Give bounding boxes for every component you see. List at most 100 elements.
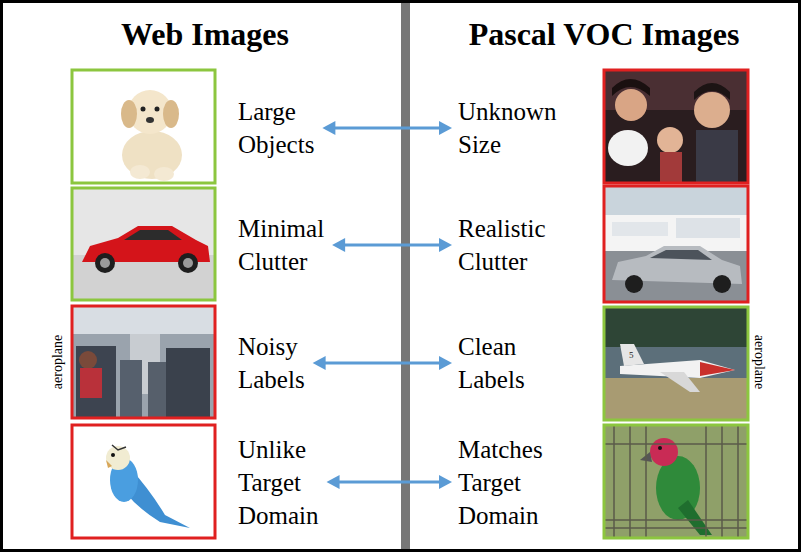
illustration-part [696, 130, 738, 183]
image-frames [72, 70, 748, 538]
illustration-part [694, 83, 730, 100]
arrow-shaft [332, 127, 442, 130]
illustration-part [155, 107, 160, 112]
illustration-part [141, 107, 146, 112]
comparison-term: Clean Labels [458, 330, 525, 396]
illustration-part [604, 443, 748, 445]
illustration-part [604, 186, 748, 302]
street-photo [604, 186, 748, 302]
arrow-shaft [337, 481, 442, 484]
illustration-part [146, 117, 154, 123]
comparison-text: Minimal Clutter [238, 212, 324, 278]
comparison-term: Unknown Size [458, 95, 557, 161]
illustration-part [100, 258, 110, 268]
comparison-term: Unlike Target Domain [238, 433, 319, 532]
illustration-part [95, 253, 115, 273]
illustration-part [154, 167, 174, 181]
arrow-head [439, 475, 452, 489]
illustration-part [72, 306, 215, 418]
illustration-part [106, 446, 130, 470]
illustration-part [166, 348, 210, 418]
illustration-part [72, 70, 215, 183]
illustration-part [604, 186, 748, 302]
illustration-part [629, 425, 631, 538]
illustration-part [645, 425, 647, 538]
column-divider [401, 0, 410, 552]
illustration-part [604, 70, 748, 183]
illustration-part [604, 307, 748, 420]
double-arrow [332, 238, 452, 252]
illustration-part [79, 351, 97, 369]
comparison-text: Unlike Target Domain [238, 433, 319, 532]
parrot-photo [604, 425, 748, 538]
column-heading: Pascal VOC Images [412, 14, 796, 54]
illustration-part [604, 307, 748, 420]
comparison-term: Noisy Labels [238, 330, 305, 396]
cabin-photo [72, 306, 215, 418]
budgie-photo [72, 425, 215, 538]
arrow-head [327, 475, 340, 489]
comparison-text: Noisy Labels [238, 330, 305, 396]
illustration-part [612, 222, 668, 236]
class-label: aeroplane [751, 335, 767, 389]
arrow-head [439, 238, 452, 252]
illustration-part [700, 362, 735, 376]
illustration-part [76, 346, 116, 418]
red-car-photo [72, 188, 215, 300]
illustration-part [604, 519, 748, 521]
arrow-shaft [323, 362, 442, 365]
comparison-text: Unknown Size [458, 95, 557, 161]
comparison-text: Realistic Clutter [458, 212, 545, 278]
illustration-part [660, 152, 682, 183]
illustration-part [106, 460, 112, 468]
illustration-part [612, 79, 650, 96]
illustration-part [72, 425, 215, 538]
illustration-part [130, 165, 150, 179]
illustration-part [657, 127, 683, 153]
illustration-part [604, 425, 748, 538]
illustration-part [72, 188, 215, 300]
comparison-text: Clean Labels [458, 330, 525, 396]
illustration-part [604, 378, 748, 420]
illustration-part [650, 250, 712, 260]
comparison-text: Matches Target Domain [458, 433, 543, 532]
illustration-part [72, 70, 215, 183]
illustration-part [80, 368, 102, 398]
comparison-term: Large Objects [238, 95, 314, 161]
jet-photo: 5 [604, 307, 748, 420]
illustration-part [660, 372, 700, 392]
comparison-text: Large Objects [238, 95, 314, 161]
column-heading: Web Images [10, 14, 400, 54]
illustration-part [713, 275, 731, 293]
illustration-part [678, 500, 712, 535]
illustration-part [604, 425, 748, 538]
illustration-part [676, 218, 740, 238]
comparison-term: Realistic Clutter [458, 212, 545, 278]
illustration-part [620, 344, 644, 366]
class-label: aeroplane [50, 335, 66, 389]
illustration-part [737, 425, 739, 538]
illustration-part [650, 438, 678, 466]
illustration-part [72, 188, 215, 300]
illustration-part [148, 362, 166, 418]
family-photo [604, 70, 748, 183]
illustration-part [111, 453, 115, 457]
double-arrow [327, 475, 452, 489]
illustration-part [694, 92, 730, 128]
illustration-part [615, 89, 647, 121]
illustration-part [72, 425, 215, 538]
illustration-part [604, 215, 748, 251]
illustration-part [72, 306, 215, 418]
comparison-term: Minimal Clutter [238, 212, 324, 278]
arrow-head [322, 121, 335, 135]
illustration-part [658, 446, 662, 450]
puppy-photo [72, 70, 215, 183]
illustration-part [124, 230, 182, 240]
arrow-head [439, 121, 452, 135]
illustration-part [604, 425, 748, 538]
arrow-head [332, 238, 345, 252]
